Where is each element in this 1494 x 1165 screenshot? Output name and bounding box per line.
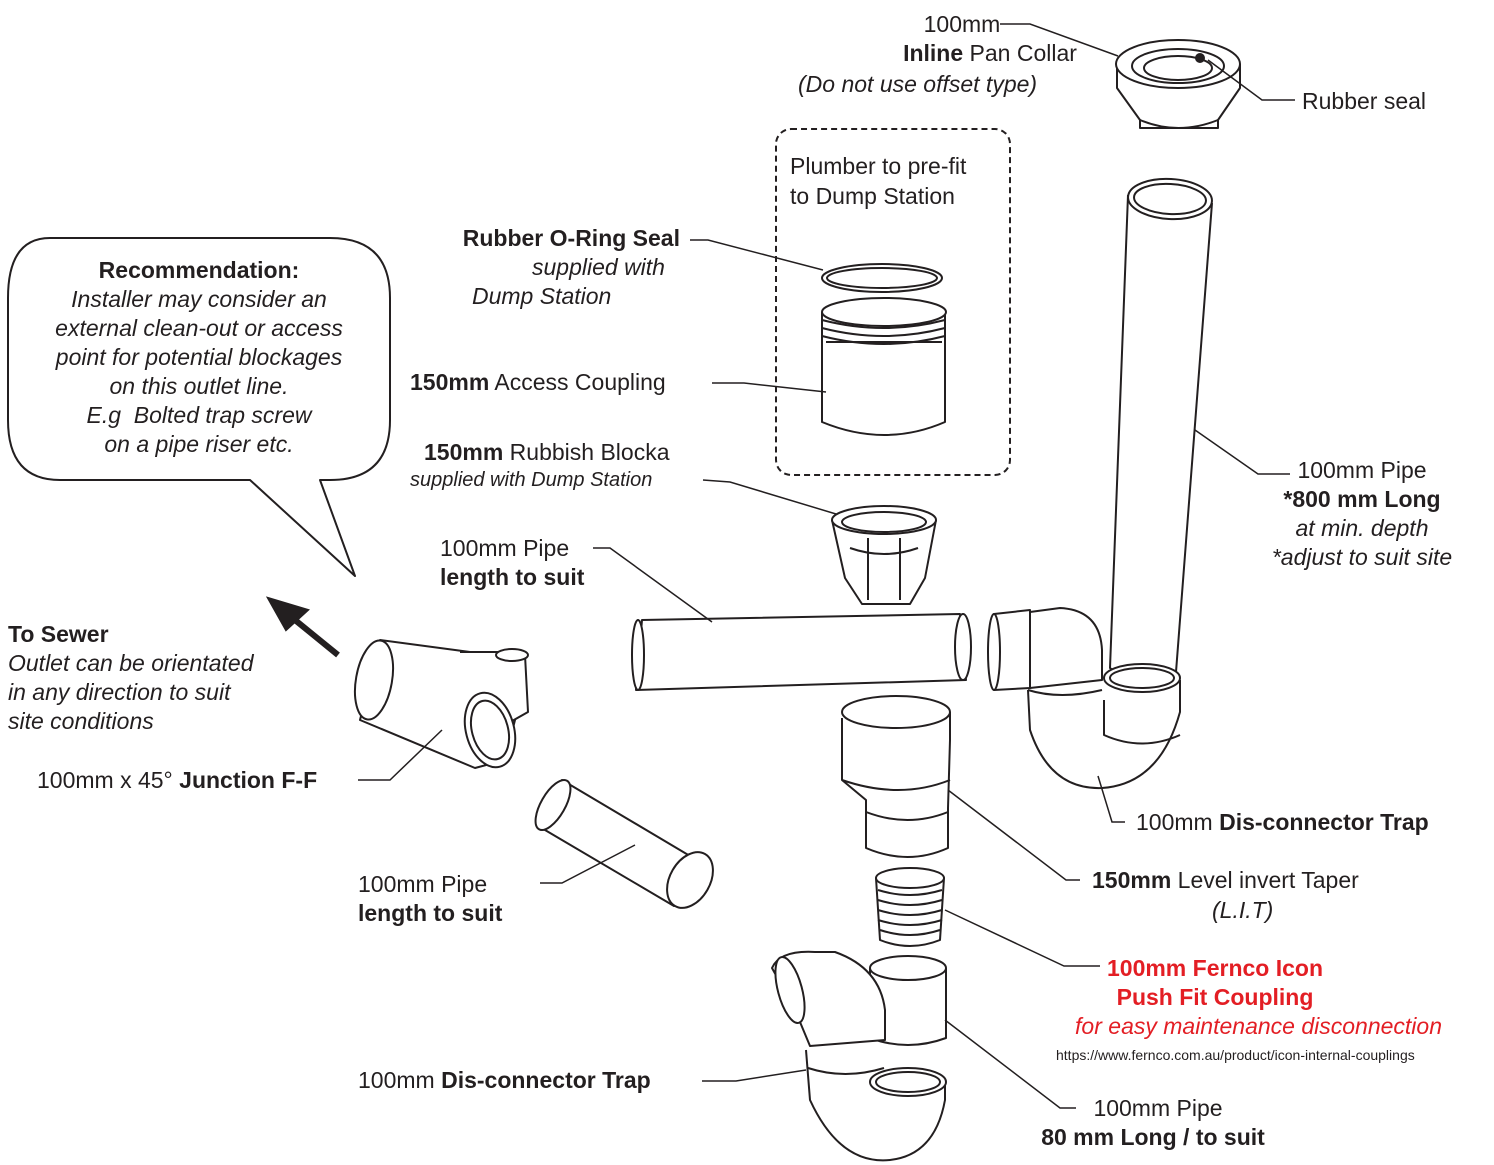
trap-right-part <box>987 607 1181 790</box>
fernco-url: https://www.fernco.com.au/product/icon-i… <box>1056 1047 1415 1063</box>
trap-right-size: 100mm <box>1136 809 1220 835</box>
access-coupling-name: Access Coupling <box>489 369 666 395</box>
fernco-line1: 100mm Fernco Icon <box>1106 955 1324 981</box>
oring-name: Rubber O-Ring Seal <box>462 225 680 251</box>
recommendation-line-5: E.g Bolted trap screw <box>86 402 312 428</box>
junction-prefix: 100mm x 45° <box>37 767 180 793</box>
junction-part <box>353 639 529 769</box>
fernco-label: 100mm Fernco Icon Push Fit Coupling for … <box>1000 954 1442 1041</box>
recommendation-line-4: on this outlet line. <box>109 373 289 399</box>
prefit-line1: Plumber to pre-fit <box>790 153 967 179</box>
vertical-pipe-size: 100mm Pipe <box>1297 457 1427 483</box>
trap-left-name: Dis-connector Trap <box>441 1067 651 1093</box>
left-pipe-size: 100mm Pipe <box>358 871 488 897</box>
recommendation-line-1: Installer may consider an <box>71 286 327 312</box>
short-pipe-part <box>869 955 947 1046</box>
prefit-dashed-box <box>775 128 1011 476</box>
pan-collar-part <box>1115 39 1241 129</box>
vertical-pipe-note2: *adjust to suit site <box>1271 544 1453 570</box>
to-sewer-label: To Sewer Outlet can be orientated in any… <box>8 620 254 736</box>
short-pipe-length: 80 mm Long / to suit <box>1041 1124 1265 1150</box>
rubber-seal-label: Rubber seal <box>1302 88 1427 114</box>
recommendation-line-2: external clean-out or access <box>55 315 343 341</box>
left-pipe-length: length to suit <box>358 900 503 926</box>
to-sewer-line-2: in any direction to suit <box>8 679 231 705</box>
recommendation-text: Recommendation: Installer may consider a… <box>8 256 390 459</box>
oring-label: Rubber O-Ring Seal supplied with Dump St… <box>400 224 710 311</box>
left-pipe-part <box>534 779 714 909</box>
junction-label: 100mm x 45° Junction F-F <box>37 766 317 795</box>
rubbish-blocka-name: Rubbish Blocka <box>503 439 670 465</box>
recommendation-line-6: on a pipe riser etc. <box>104 431 294 457</box>
vertical-pipe-note1: at min. depth <box>1295 515 1429 541</box>
horizontal-pipe-size: 100mm Pipe <box>440 535 570 561</box>
vertical-pipe-length: *800 mm Long <box>1283 486 1441 512</box>
oring-note2: Dump Station <box>472 283 612 309</box>
vertical-pipe-label: 100mm Pipe *800 mm Long at min. depth *a… <box>1240 456 1484 572</box>
trap-left-size: 100mm <box>358 1067 442 1093</box>
trap-right-label: 100mm Dis-connector Trap <box>1136 808 1429 837</box>
fernco-coupling-part <box>875 867 945 947</box>
access-coupling-part <box>821 297 947 436</box>
recommendation-bubble <box>7 237 391 577</box>
lit-label: 150mm Level invert Taper <box>1092 866 1359 895</box>
rubbish-blocka-label: 150mm Rubbish Blocka <box>424 438 669 467</box>
short-pipe-size: 100mm Pipe <box>1093 1095 1223 1121</box>
oring-part <box>821 263 943 293</box>
to-sewer-heading: To Sewer <box>8 621 109 647</box>
access-coupling-label: 150mm Access Coupling <box>410 368 666 397</box>
prefit-line2: to Dump Station <box>790 183 955 209</box>
rubbish-blocka-size: 150mm <box>424 439 504 465</box>
pan-collar-size: 100mm <box>923 11 1001 37</box>
fernco-note: for easy maintenance disconnection <box>1075 1013 1442 1039</box>
trap-left-label: 100mm Dis-connector Trap <box>358 1066 651 1095</box>
lit-size: 150mm <box>1092 867 1172 893</box>
pan-collar-name: Pan Collar <box>963 40 1077 66</box>
pan-collar-label: 100mm Inline Pan Collar <box>860 10 1120 68</box>
junction-name: Junction F-F <box>179 767 318 793</box>
pan-collar-note: (Do not use offset type) <box>798 71 1038 97</box>
lit-name: Level invert Taper <box>1171 867 1359 893</box>
trap-left-part <box>771 950 947 1162</box>
vertical-pipe-part <box>1109 177 1213 682</box>
leader-lines <box>358 23 1295 1109</box>
trap-right-name: Dis-connector Trap <box>1219 809 1429 835</box>
horizontal-pipe-part <box>631 613 972 691</box>
short-pipe-label: 100mm Pipe 80 mm Long / to suit <box>1018 1094 1288 1152</box>
to-sewer-line-3: site conditions <box>8 708 154 734</box>
lit-abbr: (L.I.T) <box>1212 897 1274 923</box>
recommendation-heading: Recommendation: <box>98 257 300 283</box>
level-invert-taper-part <box>841 695 951 858</box>
rubbish-blocka-part <box>831 505 937 605</box>
access-coupling-size: 150mm <box>410 369 490 395</box>
rubbish-blocka-note: supplied with Dump Station <box>410 469 653 491</box>
horizontal-pipe-length: length to suit <box>440 564 585 590</box>
recommendation-line-3: point for potential blockages <box>55 344 343 370</box>
sewer-arrow <box>265 596 340 658</box>
pan-collar-name-line: Inline Pan Collar <box>860 39 1120 68</box>
fernco-line2: Push Fit Coupling <box>1116 984 1314 1010</box>
to-sewer-line-1: Outlet can be orientated <box>8 650 254 676</box>
pan-collar-name-bold: Inline <box>903 40 964 66</box>
oring-note1: supplied with <box>532 254 665 280</box>
